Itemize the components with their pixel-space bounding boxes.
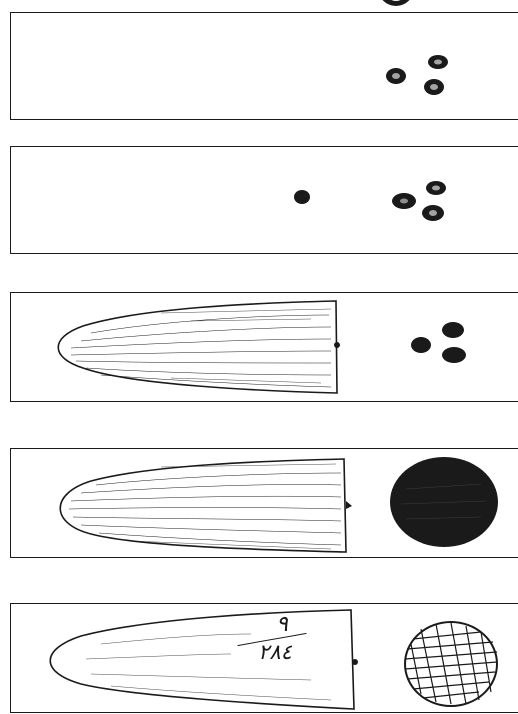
- fraction-denominator: ٢٨٤: [243, 642, 307, 663]
- seed: [442, 322, 464, 338]
- dark-mass: [390, 457, 498, 547]
- seed: [294, 190, 310, 204]
- fruit-sketch: [60, 459, 346, 552]
- panel-stage-2-drawing: [11, 147, 518, 255]
- fruit-sketch: [58, 301, 337, 393]
- handwritten-fraction: ٩ ٢٨٤: [237, 614, 307, 663]
- stem-dot: [334, 342, 340, 348]
- seed: [442, 347, 466, 363]
- stem-tip: [346, 501, 352, 509]
- panel-stage-4-drawing: [11, 449, 518, 559]
- panel-stage-2: [10, 146, 518, 254]
- panel-stage-3-drawing: [11, 293, 518, 403]
- seed-cluster: [386, 55, 448, 95]
- seed: [411, 337, 431, 353]
- fraction-numerator: ٩: [257, 614, 307, 636]
- stem-dot: [352, 659, 358, 665]
- panel-stage-1: [10, 12, 518, 120]
- fruit-sketch: [50, 610, 354, 709]
- panel-stage-5: ٩ ٢٨٤: [10, 603, 518, 713]
- seed-cluster: [411, 322, 466, 363]
- panel-stage-1-drawing: [11, 13, 518, 121]
- panel-stage-4: [10, 448, 518, 558]
- seed-cluster: [294, 181, 446, 221]
- top-edge-mark: [376, 0, 416, 6]
- panel-stage-3: [10, 292, 518, 402]
